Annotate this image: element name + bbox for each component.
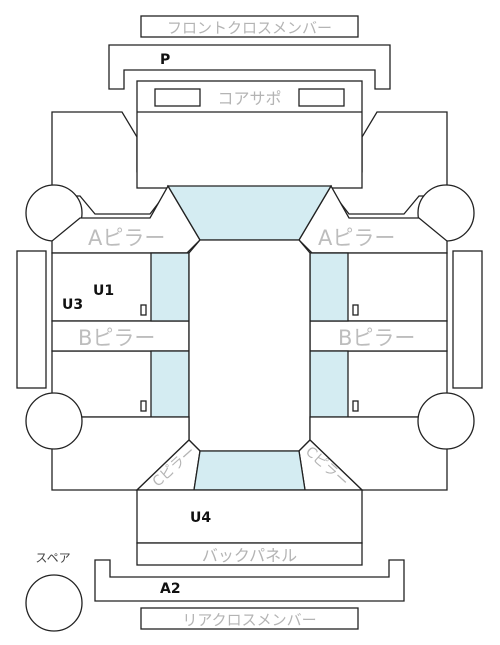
code-u3: U3	[62, 297, 83, 313]
handle-front-right	[352, 304, 359, 316]
roof	[188, 239, 311, 452]
wheel-rear-left	[25, 392, 83, 450]
side-step-left	[16, 250, 47, 389]
handle-rear-right	[352, 400, 359, 412]
rear-cross-member-box	[140, 607, 359, 630]
rear-bracket	[94, 559, 405, 602]
headlight-right	[298, 88, 345, 107]
core-support-label: コアサポ	[217, 89, 281, 108]
code-u1: U1	[93, 283, 114, 299]
a-pillar-right-bar	[298, 184, 448, 254]
window-front-left	[150, 252, 190, 322]
window-rear-left	[150, 350, 190, 418]
b-pillar-left-bar	[51, 320, 190, 352]
code-a2: A2	[160, 581, 181, 597]
headlight-left	[154, 88, 201, 107]
handle-rear-left	[140, 400, 147, 412]
front-cross-member-label: フロントクロスメンバー	[167, 19, 332, 37]
front-cross-member-box	[140, 15, 359, 38]
spare-tire	[25, 574, 83, 632]
trunk-area	[136, 489, 363, 544]
a-pillar-left-bar	[51, 184, 201, 254]
rear-glass	[193, 450, 306, 491]
back-panel-label: バックパネル	[202, 546, 297, 565]
b-pillar-left-label: Bピラー	[78, 326, 155, 350]
rear-cross-member-label: リアクロスメンバー	[182, 611, 316, 629]
window-front-right	[309, 252, 349, 322]
code-u4: U4	[190, 510, 211, 526]
side-step-right	[452, 250, 483, 389]
spare-label: スペア	[35, 551, 70, 565]
window-rear-right	[309, 350, 349, 418]
wheel-rear-right	[417, 392, 475, 450]
handle-front-left	[140, 304, 147, 316]
b-pillar-right-label: Bピラー	[338, 326, 415, 350]
code-p: P	[160, 52, 170, 68]
back-panel-box	[136, 542, 363, 566]
a-pillar-right-label: Aピラー	[318, 226, 395, 250]
a-pillar-left-label: Aピラー	[88, 226, 165, 250]
front-bracket	[108, 44, 391, 90]
